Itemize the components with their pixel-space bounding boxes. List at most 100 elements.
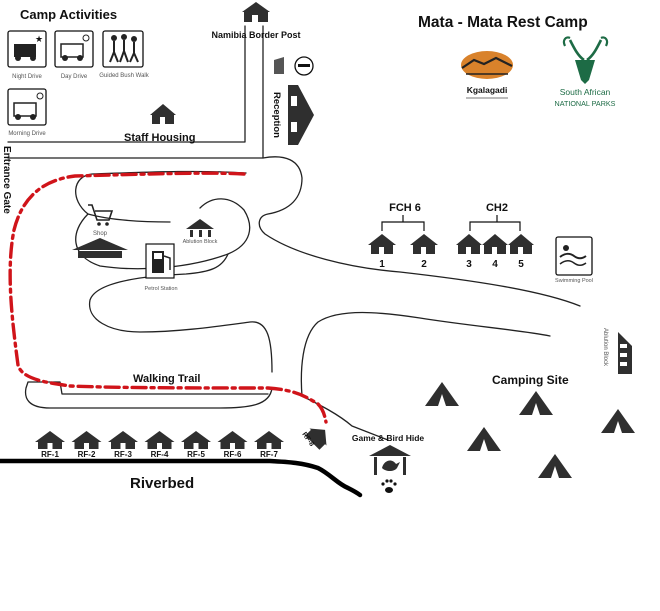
road-inner-north xyxy=(75,170,247,223)
staff-housing-label: Staff Housing xyxy=(124,132,196,144)
swimmer-icon xyxy=(563,245,569,251)
kgalagadi-sun-icon xyxy=(461,51,513,79)
border-post-building xyxy=(242,2,270,22)
shop-roof-icon xyxy=(72,238,128,250)
fch-unit-1: 1 xyxy=(368,234,396,270)
petrol-station: Petrol Station xyxy=(144,243,178,292)
tent xyxy=(425,382,459,406)
chalet-icon xyxy=(368,234,396,254)
ch-unit-5: 5 xyxy=(508,234,534,270)
shop-label: Shop xyxy=(93,231,108,237)
rf-chalet-2: RF-2 xyxy=(71,431,102,459)
walking-trail-path xyxy=(8,171,328,424)
chalet-icon xyxy=(144,431,175,449)
rf-chalet-label: RF-5 xyxy=(187,450,205,459)
ch-group: CH2 3 4 5 xyxy=(456,202,534,270)
rf-chalet-label: RF-4 xyxy=(151,450,169,459)
ablution-east-label: Ablution Block xyxy=(602,328,608,367)
rf-chalet-5: RF-5 xyxy=(181,431,211,459)
ablution-block-label: Ablution Block xyxy=(183,239,218,245)
hide-roof-icon xyxy=(369,445,411,456)
tent xyxy=(467,427,501,451)
sanparks-logo: South African NATIONAL PARKS xyxy=(555,36,616,108)
legend-label-morning-drive: Morning Drive xyxy=(8,131,46,137)
ch-unit-3: 3 xyxy=(456,234,482,270)
chalet-icon xyxy=(456,234,482,254)
ch-unit-number: 3 xyxy=(466,259,472,270)
tent xyxy=(519,391,553,415)
kgalagadi-text: Kgalagadi xyxy=(467,85,508,95)
rf-chalet-1: RF-1 xyxy=(35,431,65,459)
chalet-icon xyxy=(508,234,534,254)
border-post-label: Namibia Border Post xyxy=(211,30,300,40)
rf-chalet-label: RF-1 xyxy=(41,450,59,459)
rf-chalet-label: RF-7 xyxy=(260,450,278,459)
staff-house-icon xyxy=(150,104,176,124)
tent xyxy=(601,409,635,433)
shop: Shop xyxy=(72,204,128,258)
chalet-icon xyxy=(305,428,327,450)
jeep-body-icon xyxy=(14,44,36,57)
riverbed-label: Riverbed xyxy=(130,475,194,492)
tent xyxy=(538,454,572,478)
ablution-roof-icon xyxy=(186,219,214,229)
road-network xyxy=(7,25,581,441)
chalet-icon xyxy=(71,431,102,449)
riverbed-line xyxy=(0,458,363,498)
ablution-block-east: Ablution Block xyxy=(602,328,632,374)
rf-chalet-7: RF-7 xyxy=(254,431,284,459)
road-camping-loop xyxy=(300,311,551,397)
fch-unit-2: 2 xyxy=(410,234,438,270)
chalet-icon xyxy=(181,431,211,449)
ch-unit-number: 4 xyxy=(492,259,498,270)
camping-tents xyxy=(425,382,635,478)
swimming-pool-label: Swimming Pool xyxy=(555,278,593,284)
kudu-head-icon xyxy=(575,60,595,84)
petrol-station-label: Petrol Station xyxy=(144,286,177,292)
legend-label-bush-walk: Guided Bush Walk xyxy=(99,73,149,79)
legend-label-night-drive: Night Drive xyxy=(12,74,42,80)
rf-chalet-3: RF-3 xyxy=(108,431,138,459)
legend-item-night-drive: ★ Night Drive xyxy=(7,30,47,80)
sanparks-line1: South African xyxy=(560,87,611,97)
ch-label: CH2 xyxy=(486,202,508,214)
paw-print-icon xyxy=(381,479,397,493)
chalet-icon xyxy=(254,431,284,449)
fch-group: FCH 6 1 2 xyxy=(368,202,438,270)
camp-activities-legend: Camp Activities ★ Night Drive Day Drive … xyxy=(7,7,150,137)
camping-site-label: Camping Site xyxy=(492,373,569,387)
legend-label-day-drive: Day Drive xyxy=(61,74,88,80)
reception-building xyxy=(288,85,314,145)
ablution-block-central: Ablution Block xyxy=(183,219,218,245)
entrance-gate-label: Entrance Gate xyxy=(1,146,12,214)
legend-heading: Camp Activities xyxy=(20,7,117,22)
reception-house-icon xyxy=(288,85,314,145)
rf-chalet-label: RF-2 xyxy=(78,450,96,459)
legend-item-guided-bush-walk: Guided Bush Walk xyxy=(99,30,150,79)
chalet-icon xyxy=(410,234,438,254)
ch-unit-number: 5 xyxy=(518,259,524,270)
road-reception-loop xyxy=(258,156,581,307)
fch-unit-number: 1 xyxy=(379,259,385,270)
swimming-pool: Swimming Pool xyxy=(555,236,593,284)
bird-icon xyxy=(382,460,400,471)
walking-trail-label: Walking Trail xyxy=(133,373,200,385)
shopping-cart-icon xyxy=(88,204,114,221)
chalet-icon xyxy=(108,431,138,449)
fch-label: FCH 6 xyxy=(389,202,421,214)
border-post-house-icon xyxy=(242,2,270,22)
chalet-icon xyxy=(217,431,248,449)
game-bird-hide: Game & Bird Hide xyxy=(352,433,424,493)
legend-item-morning-drive: Morning Drive xyxy=(7,88,47,137)
ch-unit-4: 4 xyxy=(482,234,508,270)
kgalagadi-logo: Kgalagadi xyxy=(461,51,513,99)
chalet-icon xyxy=(482,234,508,254)
reception-label: Reception xyxy=(271,92,282,138)
rf8-chalet xyxy=(305,428,327,450)
rf-chalet-label: RF-6 xyxy=(224,450,242,459)
road-border-post-left xyxy=(7,25,246,143)
rf-chalet-6: RF-6 xyxy=(217,431,248,459)
road-middle-loop xyxy=(89,253,273,373)
